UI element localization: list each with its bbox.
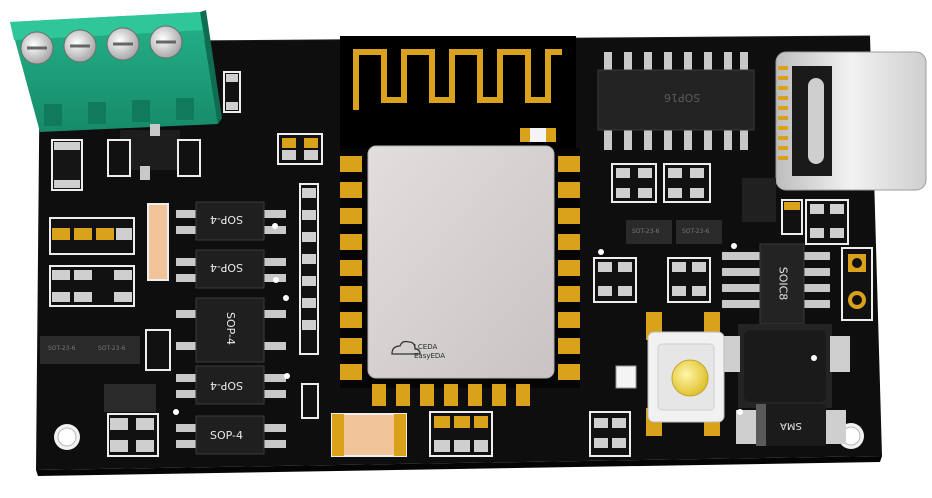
sop4-label-4: SOP-4 xyxy=(210,379,243,392)
sop4-label-2: SOP-4 xyxy=(210,261,243,274)
led xyxy=(615,365,637,389)
soic8-label: SOIC8 xyxy=(776,266,790,301)
push-button xyxy=(646,312,725,436)
screw-4 xyxy=(149,25,183,59)
button-cap xyxy=(671,359,709,397)
smd-passives-left xyxy=(40,71,241,457)
sma-diode xyxy=(736,404,846,446)
sop4-label-5: SOP-4 xyxy=(210,429,243,442)
screw-1 xyxy=(20,31,54,65)
module-logo-line2: EasyEDA xyxy=(414,352,445,360)
screw-terminal-block xyxy=(10,10,222,132)
smd-right-section xyxy=(593,163,873,321)
sma-label: SMA xyxy=(780,420,802,431)
screw-3 xyxy=(106,27,140,61)
module-logo-line1: LCEDA xyxy=(414,343,438,351)
sop4-chips xyxy=(176,201,286,455)
usb-c-connector xyxy=(775,51,927,191)
soic8-chip xyxy=(722,243,830,325)
sop16-chip xyxy=(597,52,755,150)
smd-column-left-of-module xyxy=(277,133,323,419)
sot-label-1: SOT-23-6 xyxy=(48,345,76,352)
vias xyxy=(173,223,817,415)
sop16-label: SOP16 xyxy=(664,91,701,104)
pcb-antenna-trace xyxy=(353,49,562,110)
module-shield-can xyxy=(367,145,555,379)
sop4-label-1: SOP-4 xyxy=(210,213,243,226)
sot-label-3: SOT-23-6 xyxy=(632,228,660,235)
module-pads xyxy=(340,156,580,406)
smd-bottom-middle xyxy=(331,411,631,457)
mounting-hole-bl xyxy=(54,424,80,450)
cloud-logo-icon xyxy=(391,340,421,355)
sot-label-2: SOT-23-6 xyxy=(98,345,126,352)
sop4-label-3: SOP-4 xyxy=(224,312,237,345)
sot-label-4: SOT-23-6 xyxy=(682,228,710,235)
screw-2 xyxy=(63,29,97,63)
wifi-module xyxy=(340,36,580,388)
